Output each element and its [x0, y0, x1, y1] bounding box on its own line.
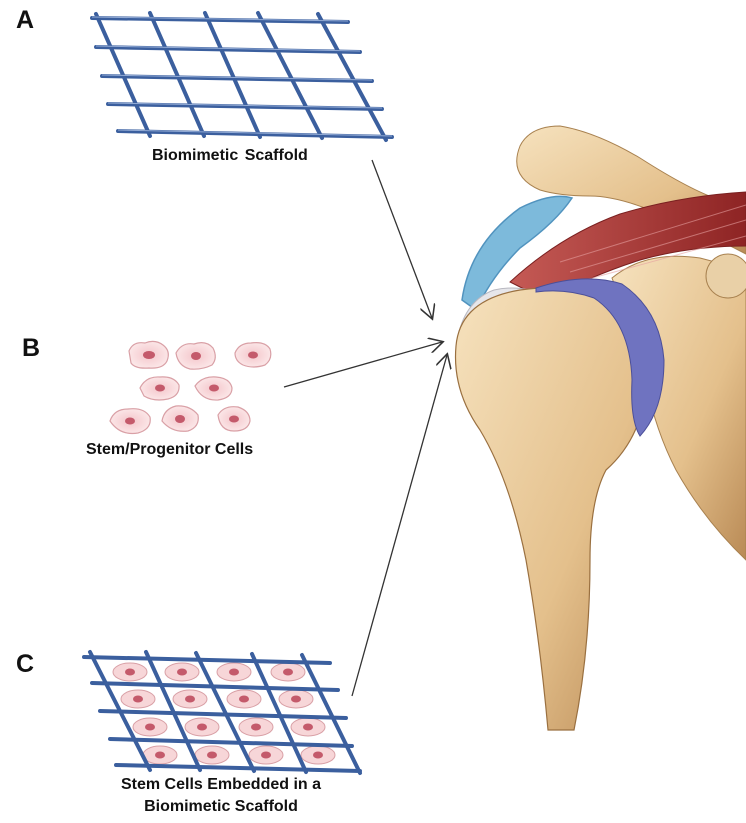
arrow-c [352, 355, 447, 696]
caption-b: Stem/Progenitor Cells [86, 441, 253, 459]
cell-nucleus [303, 724, 313, 731]
humerus [456, 288, 647, 730]
cell-nucleus [291, 696, 301, 703]
cell [140, 377, 179, 400]
caption-c-line1: Stem Cells Embedded in a [96, 776, 346, 794]
cell-nucleus [251, 724, 261, 731]
cell-nucleus [283, 669, 293, 676]
arrow-b [284, 342, 442, 387]
panel-letter-c: C [16, 650, 34, 679]
panel-letter-b: B [22, 334, 40, 363]
coracoid [706, 254, 746, 298]
caption-c-line2: Biomimetic Scaffold [96, 798, 346, 816]
cell-nucleus [177, 669, 187, 676]
shoulder-illustration [456, 126, 746, 730]
cell-nucleus [229, 669, 239, 676]
arrow-a [372, 160, 432, 318]
cell-nucleus [239, 696, 249, 703]
panel-letter-a: A [16, 6, 34, 35]
scaffold-grid-a [92, 13, 392, 140]
cell [235, 343, 271, 367]
cell [195, 377, 232, 400]
cell [162, 406, 198, 431]
cell-nucleus [313, 752, 323, 759]
cell [218, 407, 250, 431]
cell-nucleus [197, 724, 207, 731]
caption-a: Biomimetic Scaffold [152, 147, 308, 165]
cell-nucleus [145, 724, 155, 731]
stem-cells-b [110, 341, 271, 433]
cell-nucleus [155, 752, 165, 759]
cell-nucleus [185, 696, 195, 703]
cell-nucleus [133, 696, 143, 703]
cell [176, 343, 215, 370]
cell [129, 341, 168, 368]
arrows [284, 160, 447, 696]
cell [110, 409, 150, 434]
cell-nucleus [261, 752, 271, 759]
cell-nucleus [207, 752, 217, 759]
cell-nucleus [125, 669, 135, 676]
